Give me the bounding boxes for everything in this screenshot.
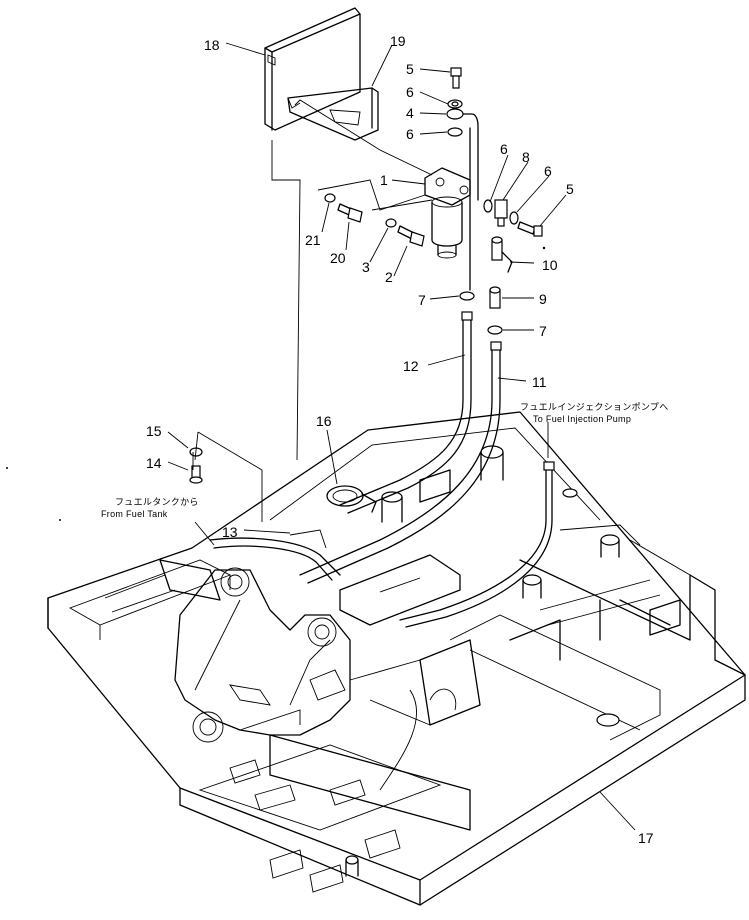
flow-annotations: フュエルインジェクションポンプへ To Fuel Injection Pump … xyxy=(101,402,669,519)
elbow-fitting-4 xyxy=(446,108,479,137)
to-pump-japanese: フュエルインジェクションポンプへ xyxy=(520,402,669,412)
hose-connector-10 xyxy=(491,236,513,273)
callout-5-right: 5 xyxy=(566,181,574,197)
banjo-bolt-5-top xyxy=(450,67,462,89)
callout-8: 8 xyxy=(522,149,530,165)
washer-6-right-a xyxy=(483,199,493,213)
washer-3 xyxy=(385,218,397,228)
callout-13: 13 xyxy=(222,524,238,540)
callout-9: 9 xyxy=(539,291,547,307)
hose-clamp-16 xyxy=(326,485,377,513)
callout-7-right: 7 xyxy=(539,323,547,339)
hose-13 xyxy=(209,529,341,581)
mounting-bracket-19 xyxy=(287,87,379,141)
callout-2: 2 xyxy=(385,269,393,285)
callout-15: 15 xyxy=(146,423,162,439)
to-pump-english: To Fuel Injection Pump xyxy=(533,414,631,424)
bolt-2 xyxy=(397,225,425,247)
hose-11 xyxy=(299,341,502,584)
callout-20: 20 xyxy=(330,250,346,266)
callout-14: 14 xyxy=(146,455,162,471)
hose-12 xyxy=(339,311,473,514)
callout-6-right-b: 6 xyxy=(544,163,552,179)
fuel-line-elbow xyxy=(469,127,479,291)
from-tank-english: From Fuel Tank xyxy=(101,509,168,519)
return-line-to-pump xyxy=(399,461,555,628)
fuel-filter-bowl xyxy=(431,196,463,259)
marker-dots xyxy=(6,246,546,521)
callout-18: 18 xyxy=(204,37,220,53)
washer-21 xyxy=(324,193,336,203)
callout-21: 21 xyxy=(305,232,321,248)
bolt-20 xyxy=(337,203,363,223)
callout-6-mid: 6 xyxy=(406,126,414,142)
callout-17: 17 xyxy=(638,830,654,846)
from-tank-japanese: フュエルタンクから xyxy=(115,497,199,507)
connector-8 xyxy=(494,199,508,227)
callout-labels: 18 19 5 6 4 6 1 6 8 6 5 10 9 7 7 11 12 1… xyxy=(146,33,654,846)
washer-7-right xyxy=(487,325,503,335)
callout-12: 12 xyxy=(403,358,419,374)
leader-lines xyxy=(167,42,636,831)
washer-6-right-b xyxy=(509,211,519,225)
main-frame xyxy=(47,411,746,906)
callout-3: 3 xyxy=(362,259,370,275)
fuel-filter-head xyxy=(424,167,471,206)
banjo-bolt-5-right xyxy=(517,221,543,237)
washer-6-top xyxy=(447,99,463,109)
callout-1: 1 xyxy=(380,172,388,188)
assembly-guide-lines xyxy=(192,99,433,522)
washer-7-left xyxy=(459,291,475,301)
callout-7-left: 7 xyxy=(418,292,426,308)
callout-4: 4 xyxy=(406,105,414,121)
callout-16: 16 xyxy=(316,413,332,429)
callout-11: 11 xyxy=(532,374,547,390)
mounting-bracket-18 xyxy=(264,7,361,131)
callout-19: 19 xyxy=(390,33,406,49)
nipple-9 xyxy=(489,286,501,309)
bolt-14 xyxy=(189,465,203,484)
callout-6-right-a: 6 xyxy=(500,141,508,157)
callout-10: 10 xyxy=(542,257,558,273)
callout-5-top: 5 xyxy=(406,61,414,77)
callout-6-top: 6 xyxy=(406,84,414,100)
washer-6-mid xyxy=(447,127,463,137)
